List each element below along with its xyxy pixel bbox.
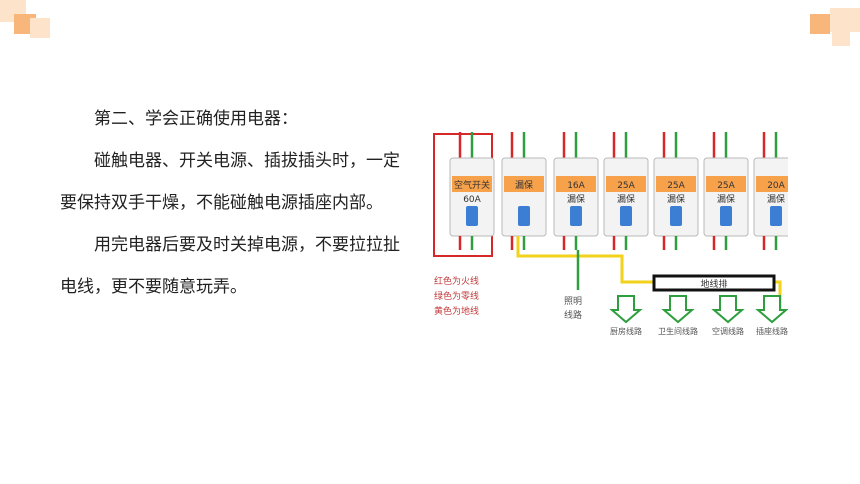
breaker-wiring-diagram: 空气开关 60A 漏保 16A 漏保 25A 漏保 25A 漏保 25A 漏保 20A 漏保地线排 红色为… — [432, 132, 788, 342]
breaker-switch — [518, 206, 530, 226]
breaker-label-band — [504, 176, 544, 192]
breaker-label: 空气开关 — [454, 179, 490, 191]
breaker-switch — [670, 206, 682, 226]
circuit-label: 厨房线路 — [610, 326, 642, 336]
circuit-arrow — [609, 295, 643, 324]
breaker-sub: 漏保 — [767, 193, 785, 205]
body-text: 第二、学会正确使用电器： 碰触电器、开关电源、插拔插头时，一定要保持双手干燥，不… — [60, 98, 410, 308]
breaker-label-band — [556, 176, 596, 192]
breaker-sub: 漏保 — [567, 193, 585, 205]
breaker-label: 20A — [767, 181, 785, 191]
breaker-label-band — [606, 176, 646, 192]
ground-bar-label: 地线排 — [700, 278, 727, 290]
legend-item: 黄色为地线 — [434, 305, 479, 317]
breaker-switch — [720, 206, 732, 226]
breaker-switch — [620, 206, 632, 226]
circuit-arrow — [661, 295, 695, 324]
breaker-label-band — [452, 176, 492, 192]
top-left-decoration — [0, 0, 60, 50]
breaker-label: 漏保 — [515, 179, 533, 191]
breaker-label: 25A — [667, 181, 685, 191]
breaker-sub: 漏保 — [617, 193, 635, 205]
circuit-label: 空调线路 — [712, 326, 744, 336]
breaker-label-band — [656, 176, 696, 192]
breaker-switch — [466, 206, 478, 226]
breaker-label-band — [706, 176, 746, 192]
top-right-decoration — [800, 0, 860, 50]
breaker-switch — [770, 206, 782, 226]
breaker-switch — [570, 206, 582, 226]
breaker-rating: 60A — [463, 195, 481, 205]
paragraph-heading: 第二、学会正确使用电器： — [94, 109, 298, 129]
legend-item: 红色为火线 — [434, 275, 479, 287]
circuit-label: 线路 — [564, 309, 582, 321]
circuit-label: 照明 — [564, 296, 582, 307]
circuit-arrow — [711, 295, 745, 324]
paragraph-unplug: 用完电器后要及时关掉电源，不要拉拉扯电线，更不要随意玩弄。 — [60, 235, 400, 297]
circuit-label: 卫生间线路 — [658, 326, 698, 336]
breaker-label: 25A — [717, 181, 735, 191]
breaker-label: 25A — [617, 181, 635, 191]
breaker-sub: 漏保 — [717, 193, 735, 205]
breaker-label-band — [756, 176, 788, 192]
ground-bar — [652, 274, 776, 292]
legend-item: 绿色为零线 — [434, 290, 479, 302]
breaker-sub: 漏保 — [667, 193, 685, 205]
circuit-arrow — [755, 295, 788, 324]
circuit-label: 插座线路 — [756, 326, 788, 336]
breaker-label: 16A — [567, 181, 585, 191]
earth-wire — [516, 236, 664, 284]
paragraph-touch: 碰触电器、开关电源、插拔插头时，一定要保持双手干燥，不能碰触电源插座内部。 — [60, 151, 400, 213]
